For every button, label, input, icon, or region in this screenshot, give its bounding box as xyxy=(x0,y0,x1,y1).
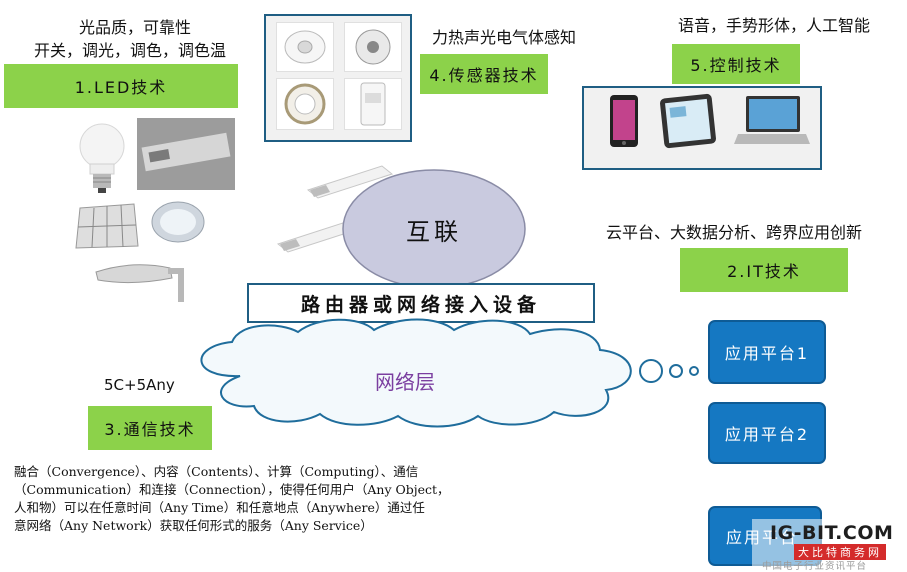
thought-bubbles xyxy=(639,359,699,383)
it-caption: 云平台、大数据分析、跨界应用创新 xyxy=(606,223,863,242)
ceiling-sensor-icon xyxy=(284,30,326,64)
watermark-tagline: 中国电子行业资讯平台 xyxy=(762,561,868,572)
led-driver-photo xyxy=(137,118,235,190)
ring-sensor-icon xyxy=(284,83,326,125)
sensor-tile-1 xyxy=(276,22,334,72)
it-technology-label: 2.IT技术 xyxy=(680,248,848,292)
sensor-tile-2 xyxy=(344,22,402,72)
watermark-sub: 大比特商务网 xyxy=(794,544,886,560)
sensor-caption: 力热声光电气体感知 xyxy=(432,28,577,47)
watermark-brand: IG-BIT.COM xyxy=(770,522,894,544)
led-caption-1: 光品质，可靠性 xyxy=(78,18,191,37)
sensor-tile-3 xyxy=(276,78,334,130)
comm-description-line-3: 人和物）可以在任意时间（Any Time）和任意地点（Anywhere）通过任 xyxy=(14,500,425,515)
network-cloud xyxy=(200,318,632,428)
control-caption: 语音，手势形体，人工智能 xyxy=(677,16,870,35)
control-technology-label: 5.控制技术 xyxy=(672,44,800,84)
sensor-image-frame xyxy=(264,14,412,142)
led-driver-module-1 xyxy=(306,165,394,199)
comm-caption: 5C+5Any xyxy=(104,376,175,394)
pir-sensor-icon xyxy=(360,82,386,126)
comm-description-line-2: （Communication）和连接（Connection），使得任何用户（An… xyxy=(14,482,450,497)
network-layer-label: 网络层 xyxy=(375,370,435,394)
comm-technology-label: 3.通信技术 xyxy=(88,406,212,450)
laptop-icon xyxy=(734,96,810,144)
device-image-frame xyxy=(582,86,822,170)
led-technology-label: 1.LED技术 xyxy=(4,64,238,108)
round-sensor-icon xyxy=(355,29,391,65)
downlight-image xyxy=(151,201,205,243)
interconnect-label: 互联 xyxy=(406,218,462,246)
router-label-box: 路由器或网络接入设备 xyxy=(247,283,595,323)
led-caption-2: 开关，调光，调色，调色温 xyxy=(33,41,226,60)
comm-description: 融合（Convergence）、内容（Contents）、计算（Computin… xyxy=(14,463,494,535)
watermark-logo: IG-BIT.COM 大比特商务网 中国电子行业资讯平台 xyxy=(752,519,904,572)
app-platform-2[interactable]: 应用平台2 xyxy=(708,402,826,464)
comm-description-line-4: 意网络（Any Network）获取任何形式的服务（Any Service） xyxy=(14,518,373,533)
tablet-icon xyxy=(660,93,716,149)
router-label: 路由器或网络接入设备 xyxy=(300,293,541,316)
street-light-image xyxy=(95,264,184,302)
sensor-tile-4 xyxy=(344,78,402,130)
sensor-technology-label: 4.传感器技术 xyxy=(420,54,548,94)
smartphone-icon xyxy=(610,95,638,147)
comm-description-line-1: 融合（Convergence）、内容（Contents）、计算（Computin… xyxy=(14,464,419,479)
app-platform-1[interactable]: 应用平台1 xyxy=(708,320,826,384)
grille-light-image xyxy=(75,203,139,249)
led-bulb-image xyxy=(79,123,125,193)
